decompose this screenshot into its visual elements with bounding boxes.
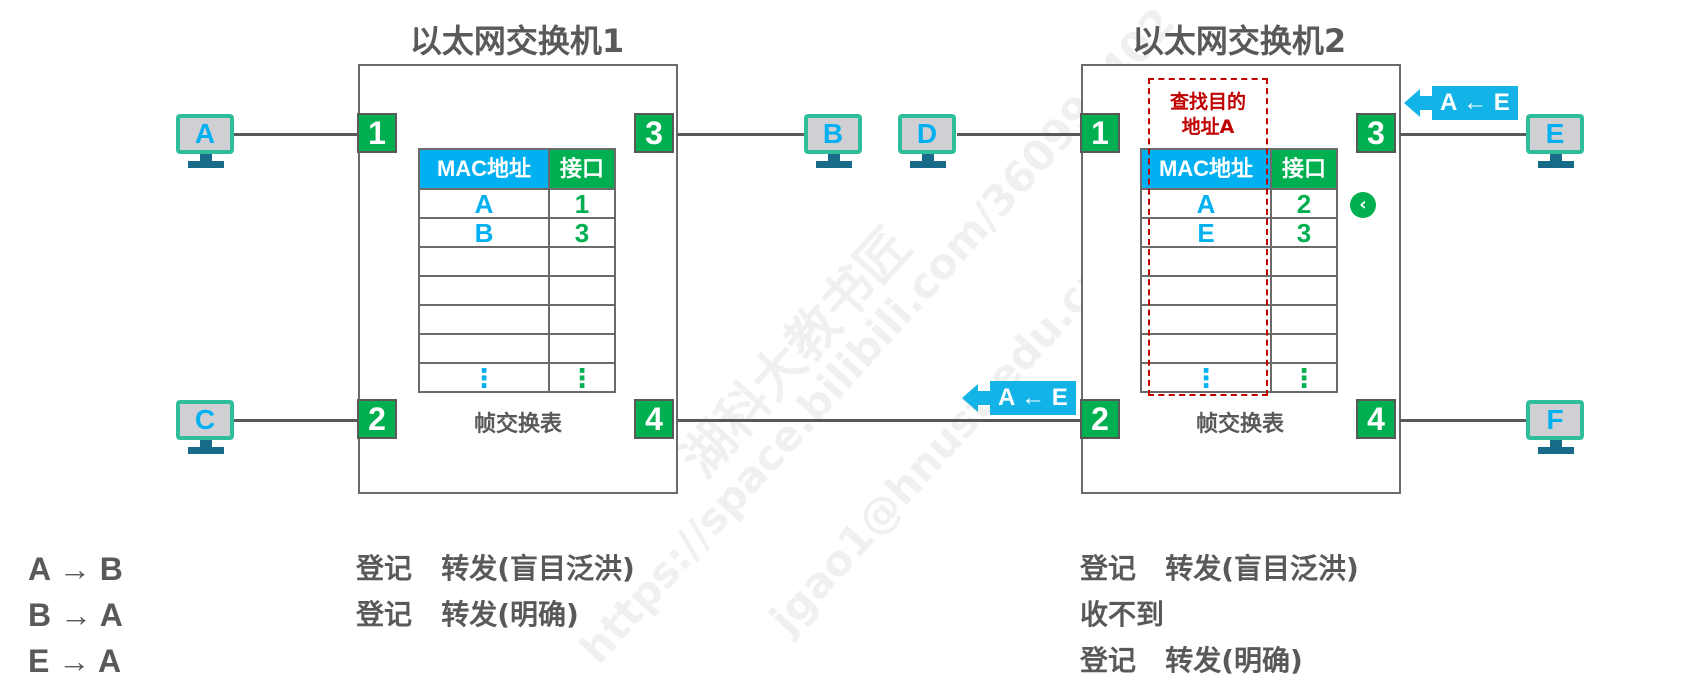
frame-label: A ← E (1432, 86, 1518, 120)
host-e[interactable]: E (1526, 114, 1586, 170)
wire-d-switch2 (957, 133, 1083, 136)
table-row (418, 246, 616, 277)
switch2-port-4[interactable]: 4 (1356, 399, 1396, 439)
wire-switch2-e (1400, 133, 1530, 136)
left-arrow-icon (1404, 89, 1420, 117)
switch2-action-list: 登记 转发(盲目泛洪) 收不到 登记 转发(明确) (1080, 546, 1359, 684)
table-row (1140, 246, 1338, 277)
monitor-icon: E (1526, 114, 1584, 154)
wire-switch1-b (677, 133, 807, 136)
header-port: 接口 (1270, 148, 1338, 190)
table-row (1140, 333, 1338, 364)
frame-a-from-e-at-port3: A ← E (1404, 86, 1518, 120)
monitor-icon: F (1526, 400, 1584, 440)
flow-a-to-b: A → B (28, 551, 123, 587)
wire-c-switch1 (232, 419, 360, 422)
ellipsis-icon: ⋮ (418, 362, 550, 393)
switch1-port-3[interactable]: 3 (634, 113, 674, 153)
frame-a-from-e-on-trunk: A ← E (962, 381, 1076, 415)
switch1-port-1[interactable]: 1 (357, 113, 397, 153)
back-arrow-icon[interactable]: ‹ (1350, 192, 1376, 218)
left-arrow-icon (962, 384, 978, 412)
lookup-hint-line1: 查找目的 (1169, 91, 1246, 113)
flow-list: A → B B → A E → A (28, 546, 123, 684)
switch1-action-1: 登记 转发(盲目泛洪) (356, 552, 635, 585)
frame-label: A ← E (990, 381, 1076, 415)
table-row (418, 333, 616, 364)
host-b[interactable]: B (804, 114, 864, 170)
monitor-icon: C (176, 400, 234, 440)
switch1-action-2: 登记 转发(明确) (356, 598, 579, 631)
switch1-table-caption: 帧交换表 (473, 412, 562, 437)
header-mac: MAC地址 (418, 148, 550, 190)
switch2-action-2: 收不到 (1080, 598, 1165, 631)
wire-switch1-switch2 (677, 419, 1083, 422)
monitor-icon: A (176, 114, 234, 154)
ellipsis-icon: ⋮ (1270, 362, 1338, 393)
switch1-port-2[interactable]: 2 (357, 399, 397, 439)
switch2-title: 以太网交换机2 (1131, 22, 1347, 60)
monitor-icon: D (898, 114, 956, 154)
flow-b-to-a: B → A (28, 597, 123, 633)
switch2-port-2[interactable]: 2 (1080, 399, 1120, 439)
switch1-action-list: 登记 转发(盲目泛洪) 登记 转发(明确) (356, 546, 635, 638)
ellipsis-icon: ⋮ (1140, 362, 1272, 393)
switch1-title: 以太网交换机1 (409, 22, 625, 60)
lookup-hint-line2: 地址A (1181, 116, 1235, 138)
host-a[interactable]: A (176, 114, 236, 170)
lookup-highlight (1148, 78, 1268, 396)
table-row: ⋮⋮ (418, 362, 616, 393)
switch2-action-3: 登记 转发(明确) (1080, 644, 1303, 677)
monitor-icon: B (804, 114, 862, 154)
header-port: 接口 (548, 148, 616, 190)
table-row (418, 304, 616, 335)
switch1-port-4[interactable]: 4 (634, 399, 674, 439)
host-d[interactable]: D (898, 114, 958, 170)
switch2-action-1: 登记 转发(盲目泛洪) (1080, 552, 1359, 585)
wire-switch2-f (1400, 419, 1530, 422)
host-f[interactable]: F (1526, 400, 1586, 456)
wire-a-switch1 (232, 133, 360, 136)
switch2-port-3[interactable]: 3 (1356, 113, 1396, 153)
flow-e-to-a: E → A (28, 643, 122, 679)
switch2-port-1[interactable]: 1 (1080, 113, 1120, 153)
table-row (418, 275, 616, 306)
header-mac: MAC地址 (1140, 148, 1272, 190)
table-row: ⋮⋮ (1140, 362, 1338, 393)
host-c[interactable]: C (176, 400, 236, 456)
table-row (1140, 304, 1338, 335)
ellipsis-icon: ⋮ (548, 362, 616, 393)
table-row (1140, 275, 1338, 306)
switch2-table-caption: 帧交换表 (1195, 412, 1284, 437)
